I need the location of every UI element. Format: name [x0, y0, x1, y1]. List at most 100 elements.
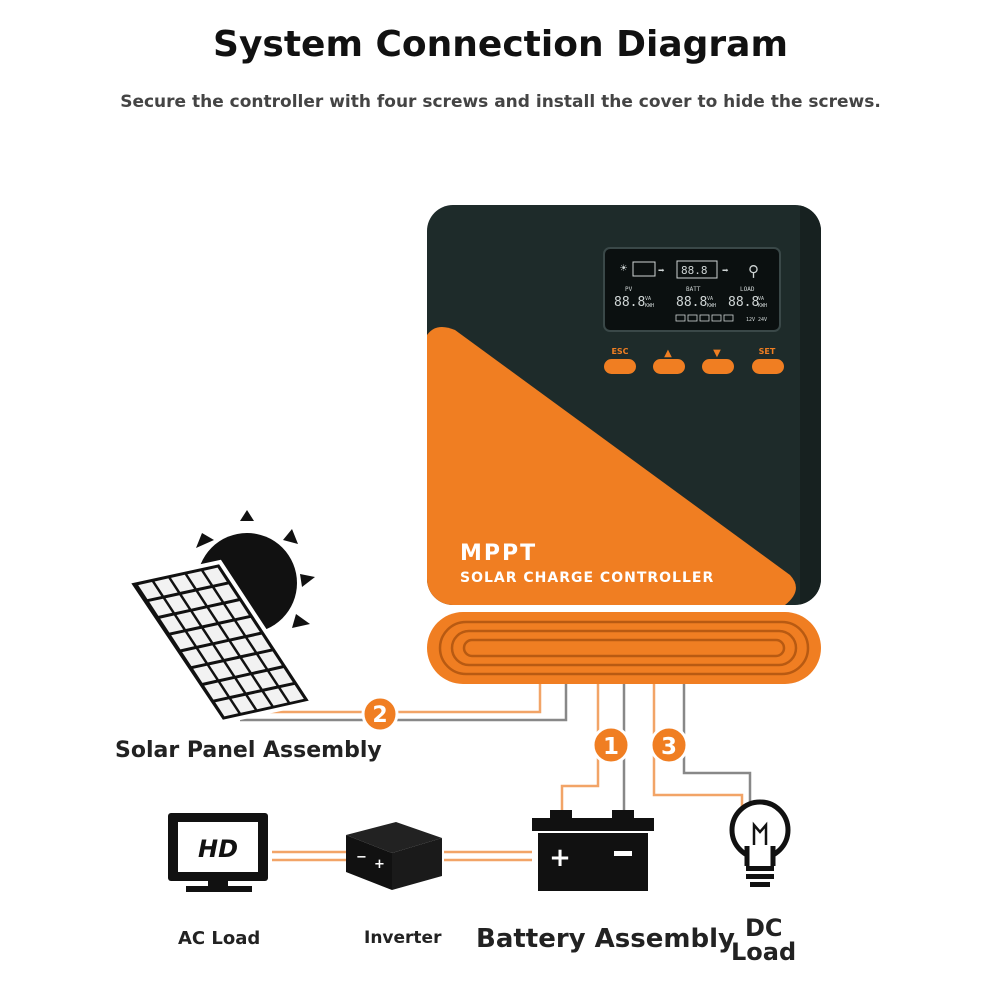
ac-load-label: AC Load — [178, 928, 261, 949]
solar-cell — [215, 641, 238, 659]
solar-cell — [171, 632, 195, 650]
lcd-batt-digits: 88.8 — [676, 295, 707, 310]
esc-button[interactable] — [604, 359, 636, 374]
solar-cell — [264, 688, 288, 706]
svg-text:+: + — [374, 857, 385, 872]
solar-cell — [182, 591, 205, 609]
solar-wire-negative — [240, 683, 568, 722]
down-button[interactable] — [702, 359, 734, 374]
page-subtitle: Secure the controller with four screws a… — [120, 92, 881, 112]
solar-cell — [258, 651, 282, 669]
inverter-icon: − + — [346, 822, 442, 890]
lcd-pv-digits: 88.8 — [614, 295, 645, 310]
lcd-arrow-2: ➡ — [722, 264, 729, 277]
solar-cell — [204, 682, 228, 700]
svg-text:3: 3 — [661, 734, 677, 760]
solar-cells — [138, 567, 304, 717]
solar-cell — [160, 615, 184, 633]
solar-cell — [226, 658, 249, 676]
lcd-bulb-icon: ⚲ — [748, 262, 759, 280]
orange-panel — [427, 326, 796, 605]
solar-cell — [198, 645, 222, 663]
solar-cell — [247, 634, 271, 652]
solar-cell — [225, 601, 249, 619]
solar-cell — [248, 692, 271, 710]
page-title: System Connection Diagram — [213, 24, 788, 65]
solar-cell — [269, 668, 293, 686]
light-bulb-icon — [729, 799, 791, 887]
lcd-unit-top-2: VA — [707, 296, 713, 302]
svg-text:−: − — [356, 850, 367, 865]
solar-cell — [187, 628, 211, 646]
solar-cell — [220, 678, 244, 696]
wiring — [240, 683, 752, 862]
lcd-voltage: 12V 24V — [746, 317, 767, 323]
solar-cell — [231, 695, 255, 713]
monitor-icon: HD — [168, 813, 268, 892]
lcd-unit-top-1: VA — [645, 296, 651, 302]
solar-cell — [231, 638, 255, 656]
load-wire-negative — [682, 683, 752, 808]
lcd-content: ☀ ➡ 88.8 ➡ ⚲ PV BATT LOAD 88.8 88.8 88.8… — [614, 260, 767, 323]
solar-cell — [198, 588, 222, 606]
solar-cell — [280, 684, 304, 702]
lcd-arrow-1: ➡ — [658, 264, 665, 277]
battery-icon: + — [532, 810, 654, 891]
lcd-unit-bottom-1: KWH — [645, 303, 654, 309]
lcd-battery-icon — [676, 260, 718, 279]
lcd-pv-label: PV — [625, 286, 633, 293]
dc-load-label-line1: DC — [745, 914, 783, 942]
solar-cell — [242, 655, 266, 673]
sun-icon: ☀ — [620, 261, 628, 275]
solar-cell — [138, 582, 162, 600]
lcd-display — [603, 247, 781, 332]
solar-cell — [149, 598, 173, 616]
lcd-unit-bottom-2: KWH — [707, 303, 716, 309]
up-button-label: ▲ — [664, 348, 672, 359]
inverter-label: Inverter — [364, 928, 442, 948]
solar-cell — [209, 662, 233, 680]
solar-cell — [182, 649, 206, 667]
svg-text:1: 1 — [603, 734, 619, 760]
svg-text:+: + — [549, 843, 571, 873]
solar-cell — [220, 621, 244, 639]
solar-cell — [193, 608, 216, 626]
solar-cell — [214, 584, 238, 602]
marker-load: 3 — [649, 725, 689, 765]
solar-cell — [193, 665, 217, 683]
svg-text:2: 2 — [372, 703, 387, 728]
solar-cell — [204, 625, 227, 643]
lcd-load-digits: 88.8 — [728, 295, 759, 310]
dc-load-label-line2: Load — [731, 938, 797, 966]
solar-cell — [253, 671, 277, 689]
solar-panel-icon — [124, 510, 316, 725]
controller-buttons: ESC ▲ ▼ SET — [611, 347, 775, 359]
brand-mppt: MPPT — [460, 541, 537, 566]
charge-controller: ☀ ➡ 88.8 ➡ ⚲ PV BATT LOAD 88.8 88.8 88.8… — [427, 205, 821, 684]
solar-cell — [209, 604, 233, 622]
marker-solar: 2 — [361, 695, 399, 733]
solar-panel-label: Solar Panel Assembly — [115, 738, 382, 763]
solar-cell — [187, 571, 211, 589]
solar-cell — [237, 675, 260, 693]
solar-cell — [154, 578, 178, 596]
svg-text:HD: HD — [198, 835, 238, 863]
lcd-panel-icon — [632, 261, 656, 277]
solar-wire-positive — [240, 683, 542, 714]
terminal-cover — [427, 612, 821, 684]
solar-cell — [215, 699, 239, 717]
lcd-batt-label: BATT — [686, 286, 701, 293]
lcd-load-label: LOAD — [740, 286, 755, 293]
solar-cell — [203, 567, 227, 585]
lcd-unit-bottom-3: KWH — [758, 303, 767, 309]
set-button[interactable] — [752, 359, 784, 374]
down-button-label: ▼ — [713, 348, 721, 359]
lcd-status-row — [675, 314, 734, 322]
set-button-label: SET — [759, 347, 776, 356]
marker-battery: 1 — [591, 725, 631, 765]
up-button[interactable] — [653, 359, 685, 374]
battery-assembly-label: Battery Assembly — [476, 924, 735, 954]
lcd-battery-digits: 88.8 — [681, 264, 708, 277]
lcd-unit-top-3: VA — [758, 296, 764, 302]
